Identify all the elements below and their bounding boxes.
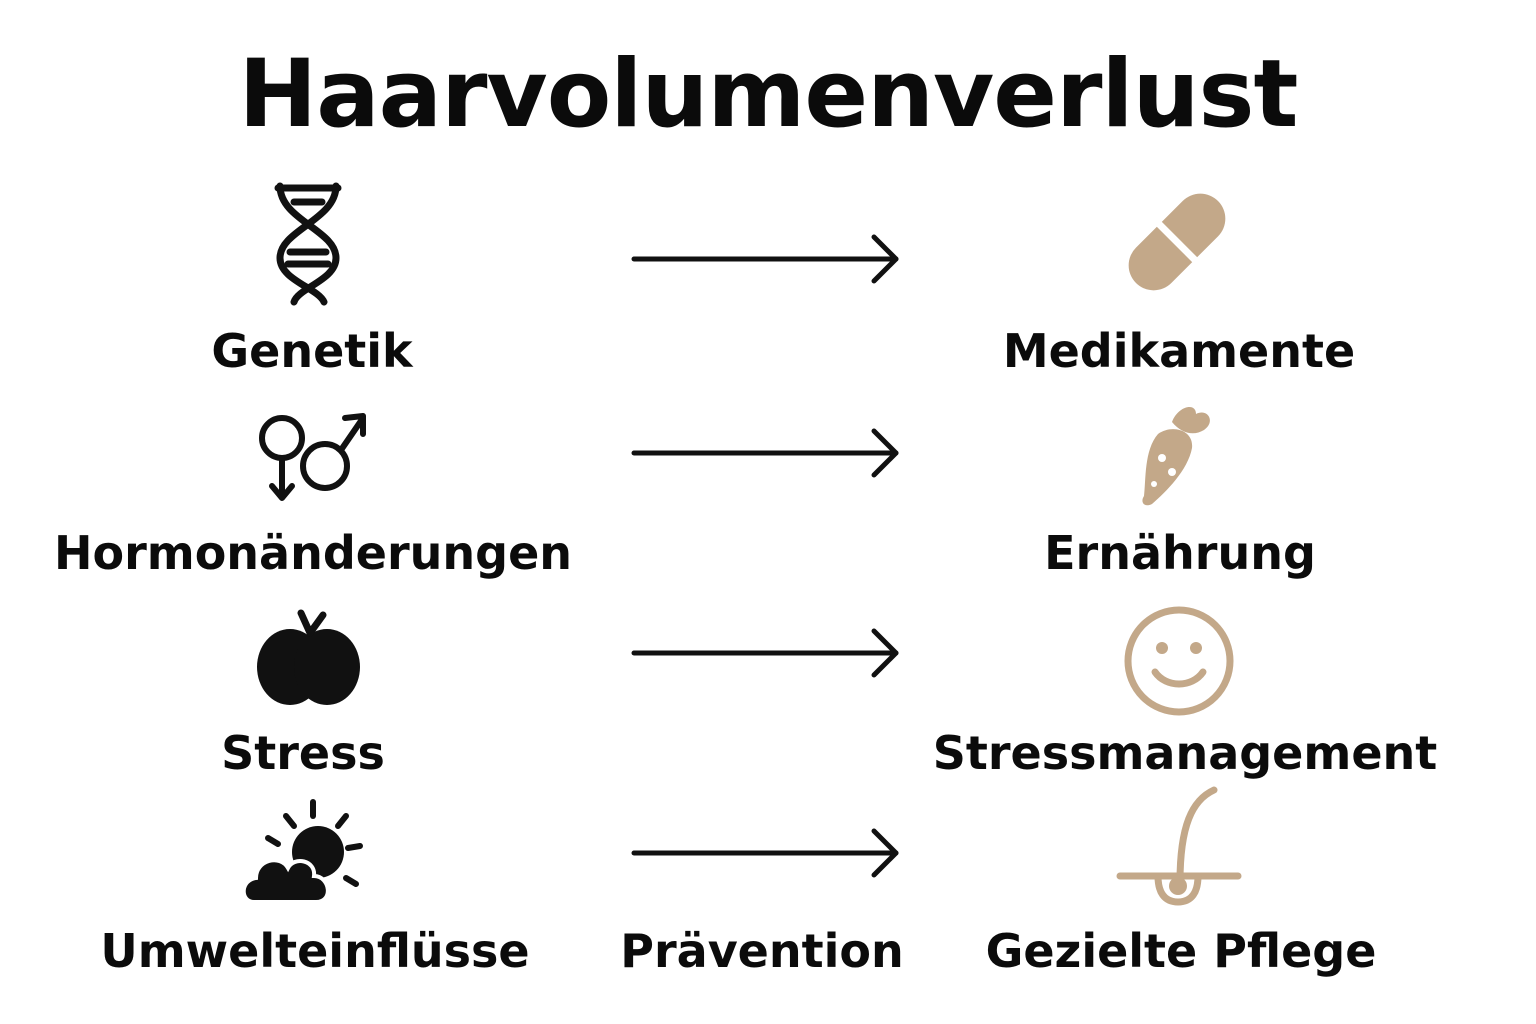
solution-label-medikamente: Medikamente — [1002, 324, 1356, 378]
cause-label-stress: Stress — [221, 726, 385, 780]
cause-label-genetik: Genetik — [211, 324, 413, 378]
solution-label-pflege: Gezielte Pflege — [985, 924, 1377, 978]
gender-symbols-icon — [259, 413, 366, 501]
carrot-icon — [1142, 407, 1210, 506]
solution-label-stressmanagement: Stressmanagement — [932, 726, 1438, 780]
arrow-2 — [631, 428, 899, 478]
solution-label-ernaehrung: Ernährung — [1044, 526, 1316, 580]
arrow-label-praevention: Prävention — [620, 924, 904, 978]
cause-label-umwelt: Umwelteinflüsse — [100, 924, 530, 978]
pill-icon — [1128, 193, 1226, 291]
arrow-4 — [631, 828, 899, 878]
page-title: Haarvolumenverlust — [238, 40, 1299, 149]
smiley-icon — [1124, 606, 1234, 716]
apple-icon — [257, 609, 360, 705]
dna-icon — [274, 182, 342, 306]
cause-label-hormone: Hormonänderungen — [53, 526, 573, 580]
arrow-1 — [631, 234, 899, 284]
arrow-3 — [631, 628, 899, 678]
sun-cloud-icon — [241, 799, 363, 904]
hair-follicle-icon — [1116, 786, 1242, 906]
